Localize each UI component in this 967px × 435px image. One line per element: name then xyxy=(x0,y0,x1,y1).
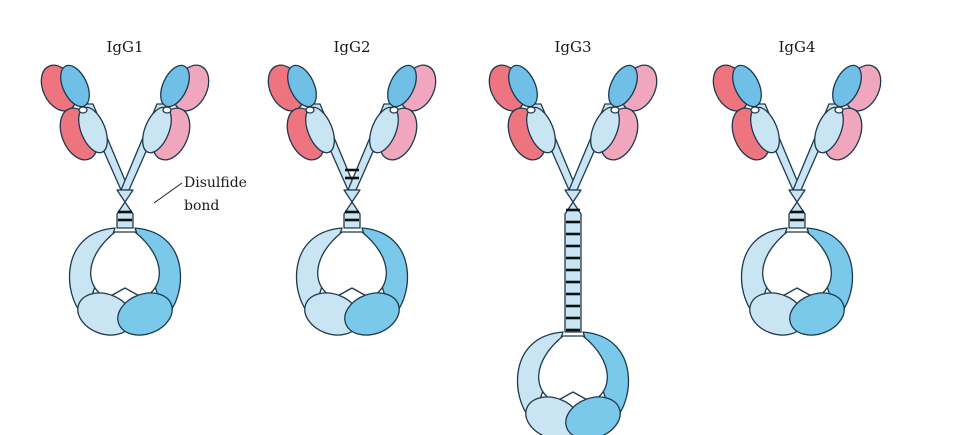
hinge-region xyxy=(116,189,134,229)
heavy-chain-variable-domain xyxy=(608,64,638,108)
left-fab-arm xyxy=(488,64,578,191)
domain-junction xyxy=(162,106,172,114)
antibody-title: IgG3 xyxy=(554,38,591,56)
hinge-region xyxy=(564,189,582,333)
antibody-igg1: IgG1 xyxy=(40,38,210,336)
right-fab-arm xyxy=(792,64,882,191)
domain-junction xyxy=(610,106,620,114)
antibody-igg4: IgG4 xyxy=(712,38,882,336)
fc-region xyxy=(740,227,854,336)
domain-junction xyxy=(834,106,844,114)
callout-label-line1: Disulfide xyxy=(184,175,247,191)
fc-right-ch3-domain xyxy=(789,292,845,336)
domain-junction xyxy=(78,106,88,114)
left-fab-arm xyxy=(267,64,357,191)
left-fab-arm xyxy=(712,64,802,191)
callout-label-line2: bond xyxy=(184,198,219,214)
fc-region xyxy=(295,227,409,336)
hinge-region xyxy=(788,189,806,229)
fc-right-ch3-domain xyxy=(117,292,173,336)
heavy-chain-variable-domain xyxy=(832,64,862,108)
antibody-title: IgG2 xyxy=(333,38,370,56)
heavy-chain-variable-domain xyxy=(508,64,538,108)
antibody-igg3: IgG3 xyxy=(488,38,658,435)
fc-region xyxy=(516,331,630,435)
heavy-chain-variable-domain xyxy=(160,64,190,108)
disulfide-callout: Disulfide bond xyxy=(153,175,247,214)
heavy-chain-variable-domain xyxy=(732,64,762,108)
antibody-igg2: IgG2 xyxy=(267,38,437,336)
fc-right-ch3-domain xyxy=(344,292,400,336)
domain-junction xyxy=(526,106,536,114)
antibody-title: IgG1 xyxy=(106,38,143,56)
fc-cavity xyxy=(317,231,387,299)
antibody-group: IgG1 IgG2 IgG3 IgG4 xyxy=(40,38,882,435)
right-fab-arm xyxy=(120,64,210,191)
left-fab-arm xyxy=(40,64,130,191)
hinge-region xyxy=(343,189,361,229)
fc-cavity xyxy=(762,231,832,299)
domain-junction xyxy=(389,106,399,114)
right-fab-arm xyxy=(568,64,658,191)
fc-cavity xyxy=(538,335,608,403)
domain-junction xyxy=(750,106,760,114)
domain-junction xyxy=(305,106,315,114)
fc-cavity xyxy=(90,231,160,299)
heavy-chain-variable-domain xyxy=(60,64,90,108)
heavy-chain-variable-domain xyxy=(387,64,417,108)
right-fab-arm xyxy=(347,64,437,191)
callout-leader-line xyxy=(153,182,183,204)
heavy-chain-variable-domain xyxy=(287,64,317,108)
antibody-title: IgG4 xyxy=(778,38,815,56)
fc-right-ch3-domain xyxy=(565,396,621,435)
fc-region xyxy=(68,227,182,336)
